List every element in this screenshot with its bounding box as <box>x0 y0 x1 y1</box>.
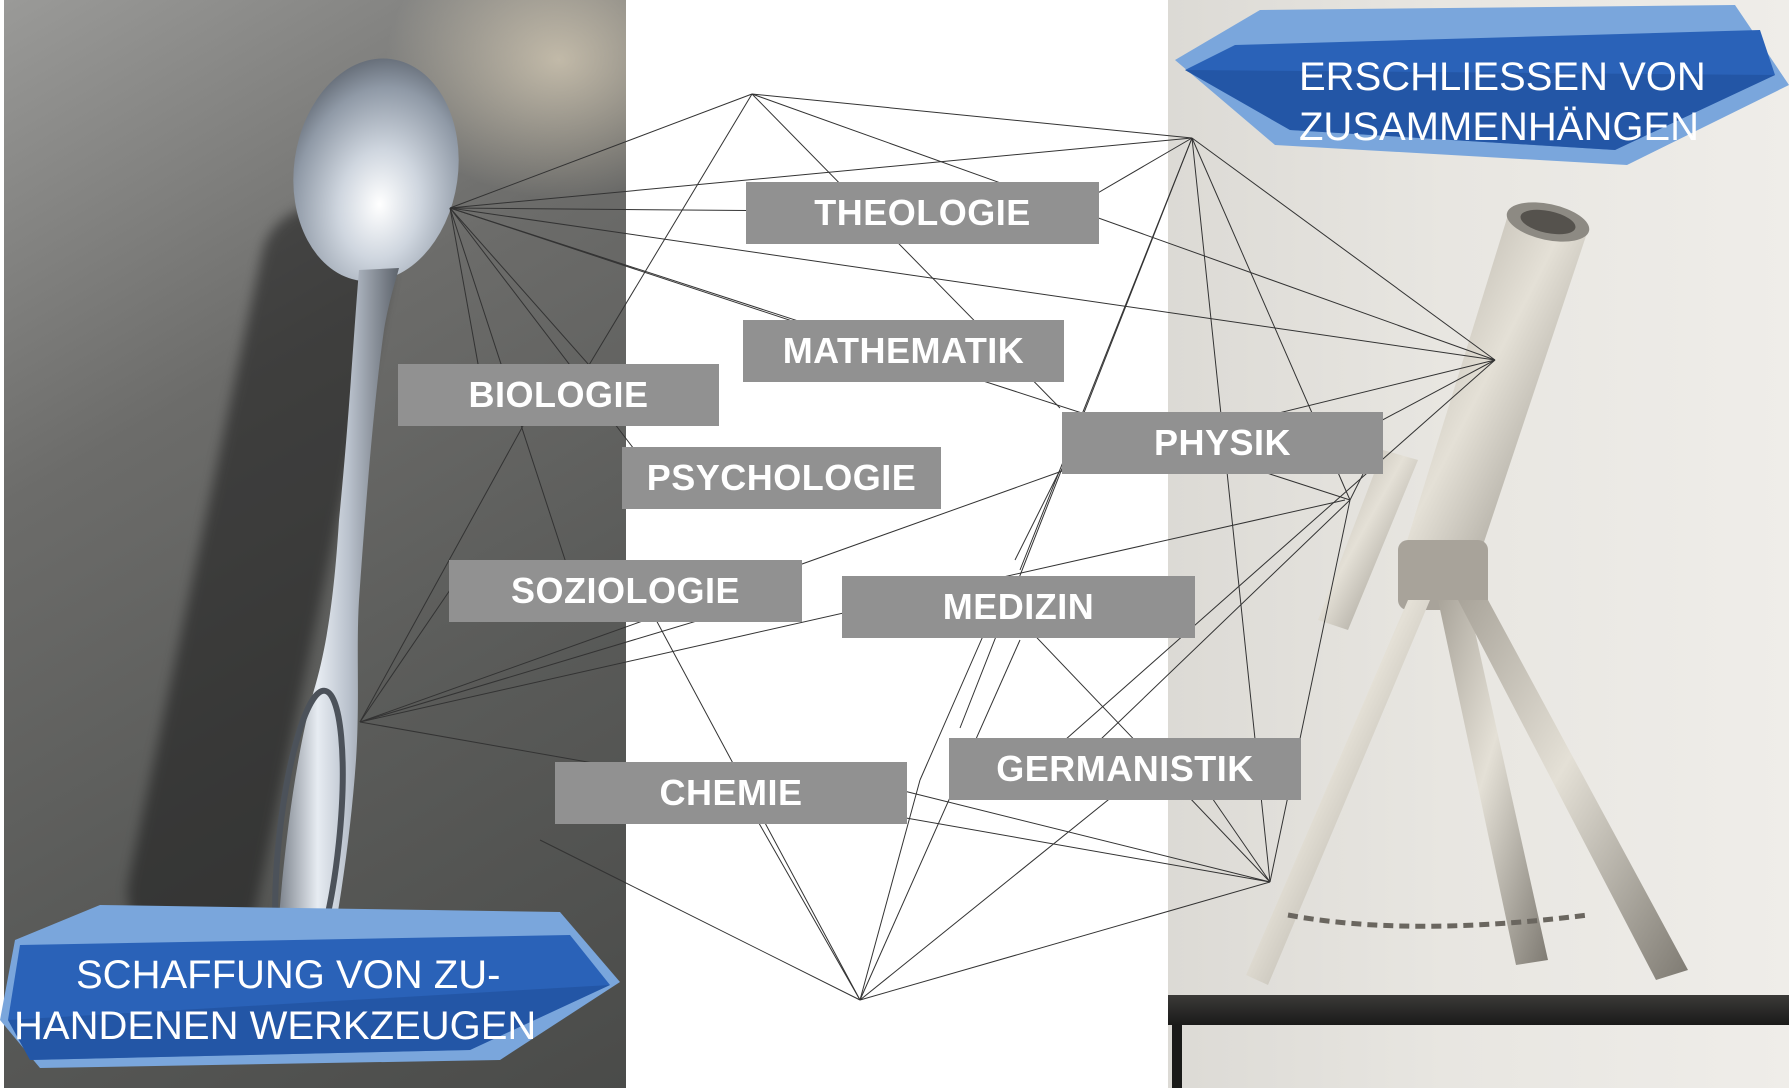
subject-psychologie: PSYCHOLOGIE <box>622 447 941 509</box>
banner-left-line2: HANDENEN WERKZEUGEN <box>14 1001 536 1051</box>
subject-mathematik: MATHEMATIK <box>743 320 1064 382</box>
subject-chemie: CHEMIE <box>555 762 907 824</box>
subject-biologie: BIOLOGIE <box>398 364 719 426</box>
banner-schaffung: SCHAFFUNG VON ZU- HANDENEN WERKZEUGEN <box>0 900 630 1088</box>
banner-right-line1: ERSCHLIESSEN VON <box>1299 52 1706 102</box>
subject-germanistik: GERMANISTIK <box>949 738 1301 800</box>
banner-left-line1: SCHAFFUNG VON ZU- <box>76 950 500 1000</box>
subject-physik: PHYSIK <box>1062 412 1383 474</box>
banner-erschliessen: ERSCHLIESSEN VON ZUSAMMENHÄNGEN <box>1175 0 1789 170</box>
subject-theologie: THEOLOGIE <box>746 182 1099 244</box>
banner-right-line2: ZUSAMMENHÄNGEN <box>1299 102 1699 152</box>
subject-soziologie: SOZIOLOGIE <box>449 560 802 622</box>
subject-medizin: MEDIZIN <box>842 576 1195 638</box>
